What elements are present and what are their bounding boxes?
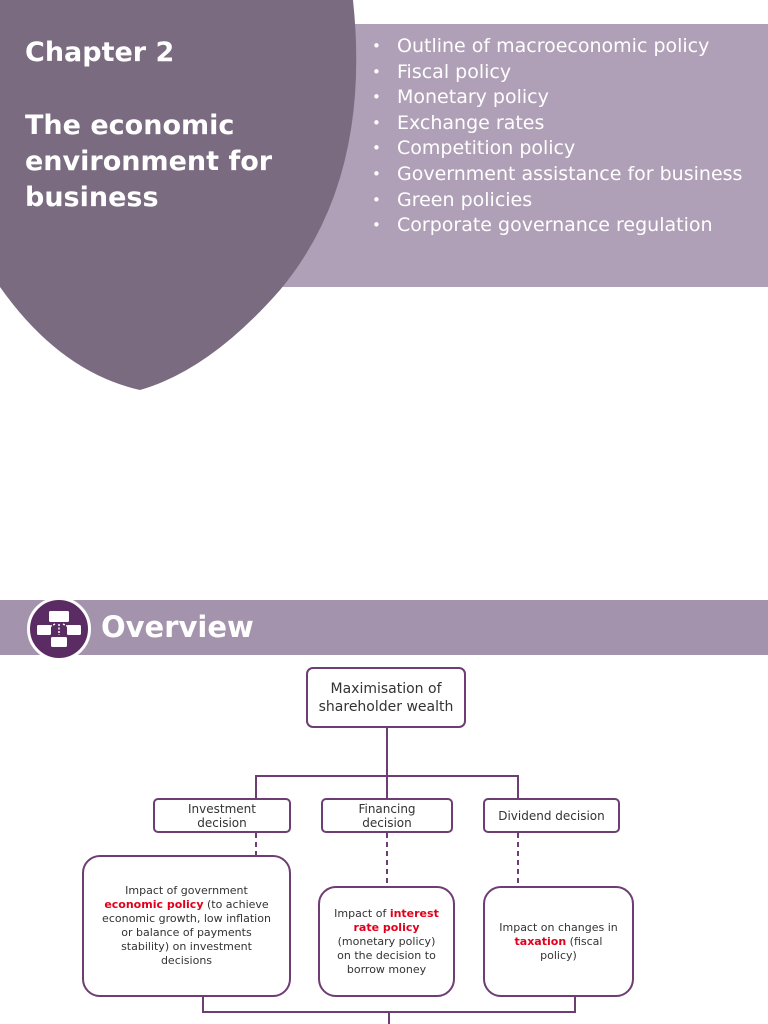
- impact-emphasis: economic policy: [104, 898, 204, 911]
- taxation-impact-box: Impact on changes in taxation (fiscal po…: [483, 886, 634, 997]
- impact-emphasis: interest rate policy: [353, 906, 439, 934]
- interest-rate-impact-box: Impact of interest rate policy (monetary…: [318, 886, 455, 997]
- topic-item: Corporate governance regulation: [370, 213, 765, 239]
- hierarchy-diagram-icon: [27, 600, 91, 661]
- impact-text-before: Impact on changes in: [499, 920, 618, 934]
- topic-item: Monetary policy: [370, 85, 765, 111]
- chapter-title-slide: Chapter 2 The economic environment for b…: [0, 0, 768, 410]
- box-label: Investment decision: [188, 801, 256, 830]
- chapter-label: Chapter 2: [25, 37, 175, 68]
- impact-text-before: Impact of government: [125, 884, 248, 897]
- impact-text-before: Impact of: [334, 906, 390, 920]
- box-label: Maximisation of shareholder wealth: [318, 680, 454, 715]
- impact-text: Impact on changes in taxation (fiscal po…: [496, 921, 621, 963]
- overview-header-band: [0, 600, 768, 655]
- overview-slide: Overview Maximisation of shareholder wea…: [0, 600, 768, 1024]
- topic-list: Outline of macroeconomic policy Fiscal p…: [370, 34, 765, 239]
- topic-item: Exchange rates: [370, 111, 765, 137]
- shareholder-wealth-box: Maximisation of shareholder wealth: [306, 667, 466, 728]
- impact-text-after: (monetary policy) on the decision to bor…: [337, 934, 436, 976]
- topic-item: Fiscal policy: [370, 60, 765, 86]
- diagram-connectors: [202, 728, 576, 1024]
- impact-text: Impact of interest rate policy (monetary…: [332, 907, 442, 977]
- shield-path: [0, 0, 357, 390]
- dividend-decision-box: Dividend decision: [483, 798, 620, 833]
- topic-item: Green policies: [370, 188, 765, 214]
- box-label: Financing decision: [358, 801, 416, 830]
- economic-policy-impact-box: Impact of government economic policy (to…: [82, 855, 291, 997]
- topic-item: Competition policy: [370, 136, 765, 162]
- topic-item: Outline of macroeconomic policy: [370, 34, 765, 60]
- impact-text-after: (fiscal policy): [540, 934, 603, 962]
- box-label: Dividend decision: [498, 808, 605, 823]
- overview-title: Overview: [101, 610, 254, 644]
- investment-decision-box: Investment decision: [153, 798, 291, 833]
- impact-emphasis: taxation: [514, 934, 567, 948]
- impact-text: Impact of government economic policy (to…: [97, 884, 277, 968]
- financing-decision-box: Financing decision: [321, 798, 453, 833]
- topic-item: Government assistance for business: [370, 162, 765, 188]
- shield-shape: [0, 0, 357, 390]
- impact-text-after: (to achieve economic growth, low inflati…: [102, 898, 271, 967]
- chapter-title: The economic environment for business: [25, 110, 273, 213]
